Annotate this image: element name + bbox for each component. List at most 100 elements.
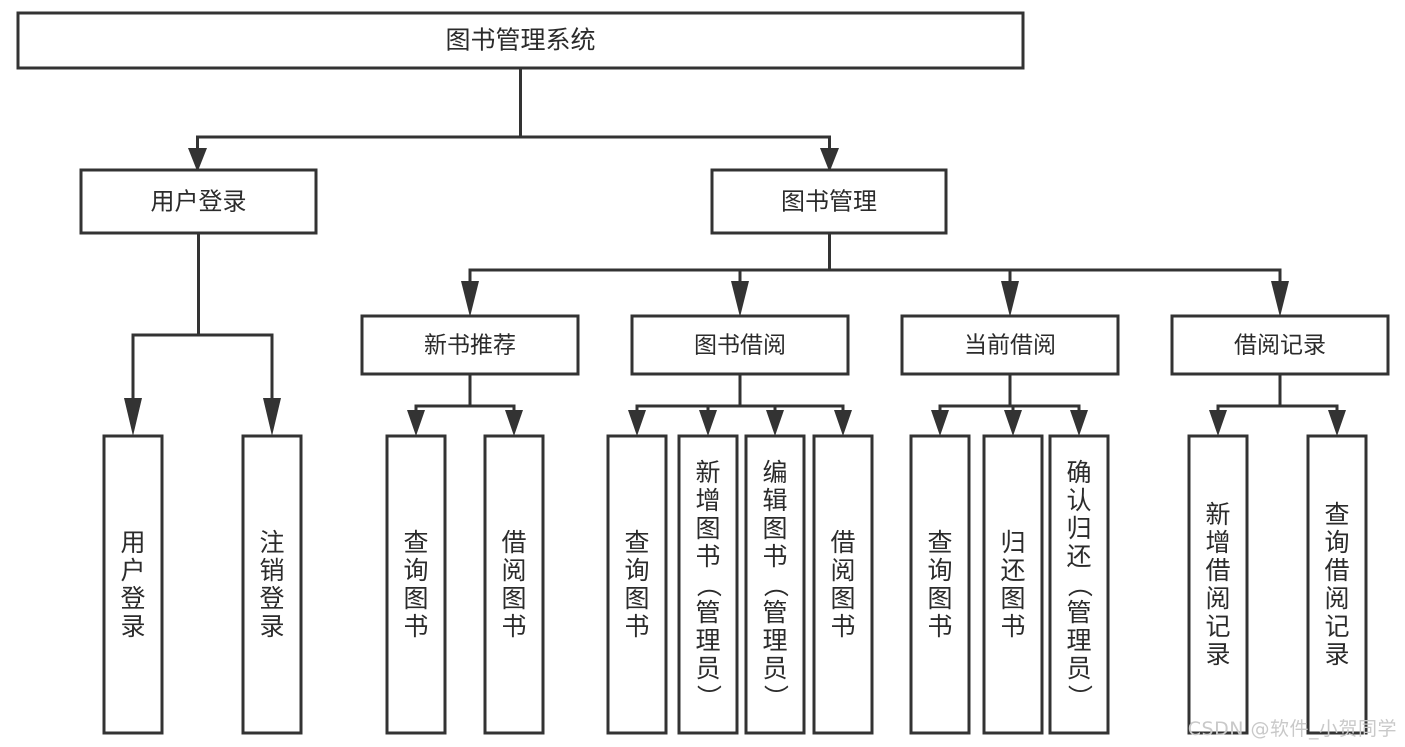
node-level2-3-label: 借阅记录 — [1234, 333, 1326, 359]
svg-text:图: 图 — [927, 584, 952, 613]
svg-text:理: 理 — [762, 626, 787, 655]
node-root-system[interactable]: 图书管理系统 — [16, 11, 1025, 70]
svg-text:借: 借 — [501, 528, 526, 557]
svg-text:图: 图 — [403, 584, 428, 613]
svg-text:录: 录 — [259, 612, 284, 641]
node-leaf-6-box[interactable] — [744, 434, 806, 735]
node-level2-2-label: 当前借阅 — [964, 333, 1056, 359]
svg-text:书: 书 — [1000, 612, 1025, 641]
svg-text:归: 归 — [1066, 514, 1091, 543]
nodes-layer: 图书管理系统用户登录图书管理新书推荐图书借阅当前借阅借阅记录用户登录注销登录查询… — [16, 11, 1390, 735]
svg-text:增: 增 — [1205, 528, 1230, 557]
svg-text:查: 查 — [403, 528, 428, 557]
node-leaf-5-box[interactable] — [677, 434, 739, 735]
node-leaf-8-box[interactable] — [909, 434, 971, 735]
svg-text:借: 借 — [830, 528, 855, 557]
arrowhead-cb-leaf-2 — [1004, 410, 1022, 436]
arrowhead-bb-leaf-2 — [699, 410, 717, 436]
svg-text:录: 录 — [120, 612, 145, 641]
node-leaf-11-box[interactable] — [1187, 434, 1249, 735]
node-leaf-7-box[interactable] — [812, 434, 874, 735]
node-level2-0-box[interactable] — [360, 314, 580, 376]
svg-text:管: 管 — [1066, 598, 1091, 627]
svg-text:书: 书 — [927, 612, 952, 641]
svg-text:书: 书 — [695, 542, 720, 571]
svg-text:询: 询 — [1324, 528, 1349, 557]
svg-text:查: 查 — [927, 528, 952, 557]
node-leaf-10-box[interactable] — [1048, 434, 1110, 735]
node-leaf-3-box[interactable] — [483, 434, 545, 735]
svg-text:图: 图 — [695, 514, 720, 543]
node-level2-3[interactable]: 借阅记录 — [1170, 314, 1390, 376]
svg-text:记: 记 — [1205, 612, 1230, 641]
node-level2-1[interactable]: 图书借阅 — [630, 314, 850, 376]
svg-text:图: 图 — [830, 584, 855, 613]
node-level1-0-box[interactable] — [79, 168, 318, 235]
node-leaf-9-box[interactable] — [982, 434, 1044, 735]
arrowhead-leaf-logout — [263, 398, 281, 436]
node-leaf-0-box[interactable] — [102, 434, 164, 735]
svg-text:阅: 阅 — [1205, 584, 1230, 613]
svg-text:还: 还 — [1000, 556, 1025, 585]
node-leaf-12-box[interactable] — [1306, 434, 1368, 735]
svg-text:辑: 辑 — [762, 486, 787, 515]
svg-text:增: 增 — [695, 486, 720, 515]
svg-text:询: 询 — [624, 556, 649, 585]
svg-text:阅: 阅 — [1324, 584, 1349, 613]
svg-text:注: 注 — [259, 528, 284, 557]
node-leaf-4-box[interactable] — [606, 434, 668, 735]
svg-text:用: 用 — [120, 528, 145, 557]
svg-text:员: 员 — [762, 654, 787, 683]
node-level1-1[interactable]: 图书管理 — [710, 168, 948, 235]
node-level1-1-box[interactable] — [710, 168, 948, 235]
svg-text:理: 理 — [1066, 626, 1091, 655]
svg-text:查: 查 — [1324, 500, 1349, 529]
svg-text:（: （ — [1065, 572, 1094, 597]
node-level2-3-box[interactable] — [1170, 314, 1390, 376]
svg-text:归: 归 — [1000, 528, 1025, 557]
node-level2-1-box[interactable] — [630, 314, 850, 376]
node-root-system-label: 图书管理系统 — [445, 26, 595, 55]
connector-group — [124, 66, 1346, 436]
svg-text:查: 查 — [624, 528, 649, 557]
node-level2-2[interactable]: 当前借阅 — [900, 314, 1120, 376]
node-leaf-0[interactable]: 用户登录 — [102, 434, 164, 735]
svg-text:图: 图 — [624, 584, 649, 613]
svg-text:员: 员 — [1066, 654, 1091, 683]
svg-text:员: 员 — [695, 654, 720, 683]
svg-text:图: 图 — [1000, 584, 1025, 613]
arrowhead-user-login — [188, 148, 207, 172]
node-level2-0[interactable]: 新书推荐 — [360, 314, 580, 376]
node-level1-0[interactable]: 用户登录 — [79, 168, 318, 235]
svg-text:还: 还 — [1066, 542, 1091, 571]
svg-text:阅: 阅 — [830, 556, 855, 585]
node-level2-2-box[interactable] — [900, 314, 1120, 376]
node-root-system-box[interactable] — [16, 11, 1025, 70]
svg-text:）: ） — [761, 684, 790, 709]
node-leaf-2-box[interactable] — [385, 434, 447, 735]
svg-text:（: （ — [694, 572, 723, 597]
svg-text:管: 管 — [762, 598, 787, 627]
svg-text:书: 书 — [830, 612, 855, 641]
node-leaf-1-box[interactable] — [241, 434, 303, 735]
